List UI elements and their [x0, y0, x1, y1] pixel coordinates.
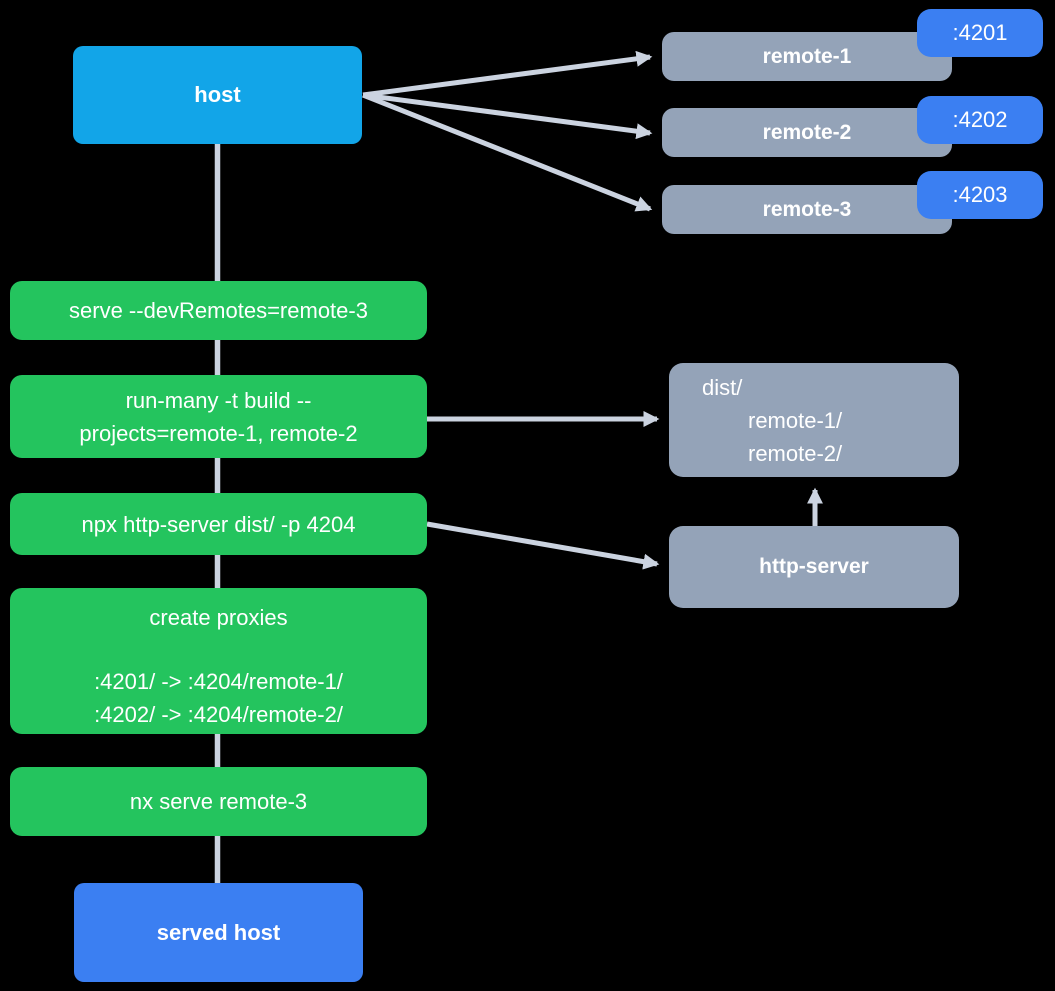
node-remote-3: remote-3: [662, 185, 952, 234]
command-create-proxies: create proxies :4201/ -> :4204/remote-1/…: [10, 588, 427, 734]
dist-folder-remote-2: remote-2/: [748, 440, 843, 466]
remote-3-label: remote-3: [762, 197, 852, 221]
node-http-server: http-server: [669, 526, 959, 608]
dist-folder-root: dist/: [702, 374, 743, 400]
node-host: host: [73, 46, 362, 144]
command-serve-devremotes-text: serve --devRemotes=remote-3: [69, 298, 368, 323]
node-remote-2: remote-2: [662, 108, 952, 157]
proxy-mapping-4202: :4202/ -> :4204/remote-2/: [94, 702, 343, 727]
served-host-label: served host: [156, 919, 281, 945]
proxy-mapping-4201: :4201/ -> :4204/remote-1/: [94, 669, 343, 694]
dist-folder-remote-1: remote-1/: [748, 407, 843, 433]
node-dist-folder: dist/ remote-1/ remote-2/: [669, 363, 959, 477]
node-served-host: served host: [74, 883, 363, 982]
command-nx-serve-remote-3-text: nx serve remote-3: [129, 789, 308, 814]
node-remote-1: remote-1: [662, 32, 952, 81]
command-run-many-build-line-1: run-many -t build --: [125, 387, 312, 413]
port-badge-4201: :4201: [917, 9, 1043, 57]
port-badge-4202: :4202: [917, 96, 1043, 144]
command-create-proxies-title: create proxies: [149, 605, 288, 630]
command-serve-devremotes: serve --devRemotes=remote-3: [10, 281, 427, 340]
edge-host-to-remote-3: [362, 92, 653, 212]
command-nx-serve-remote-3: nx serve remote-3: [10, 767, 427, 836]
port-4203-label: :4203: [952, 182, 1008, 207]
edge-host-to-remote-2: [362, 92, 653, 140]
port-4201-label: :4201: [952, 20, 1008, 45]
http-server-label: http-server: [759, 555, 869, 578]
command-run-many-build-line-2: projects=remote-1, remote-2: [79, 420, 358, 446]
edge-httpcmd-to-httpserver: [426, 521, 660, 570]
host-label: host: [194, 82, 241, 107]
remote-1-label: remote-1: [762, 44, 852, 68]
command-run-many-build: run-many -t build -- projects=remote-1, …: [10, 375, 427, 458]
port-badge-4203: :4203: [917, 171, 1043, 219]
port-4202-label: :4202: [952, 107, 1008, 132]
remote-2-label: remote-2: [762, 120, 852, 144]
command-npx-http-server: npx http-server dist/ -p 4204: [10, 493, 427, 555]
edge-host-to-remote-1: [362, 50, 653, 98]
command-npx-http-server-text: npx http-server dist/ -p 4204: [81, 511, 356, 537]
